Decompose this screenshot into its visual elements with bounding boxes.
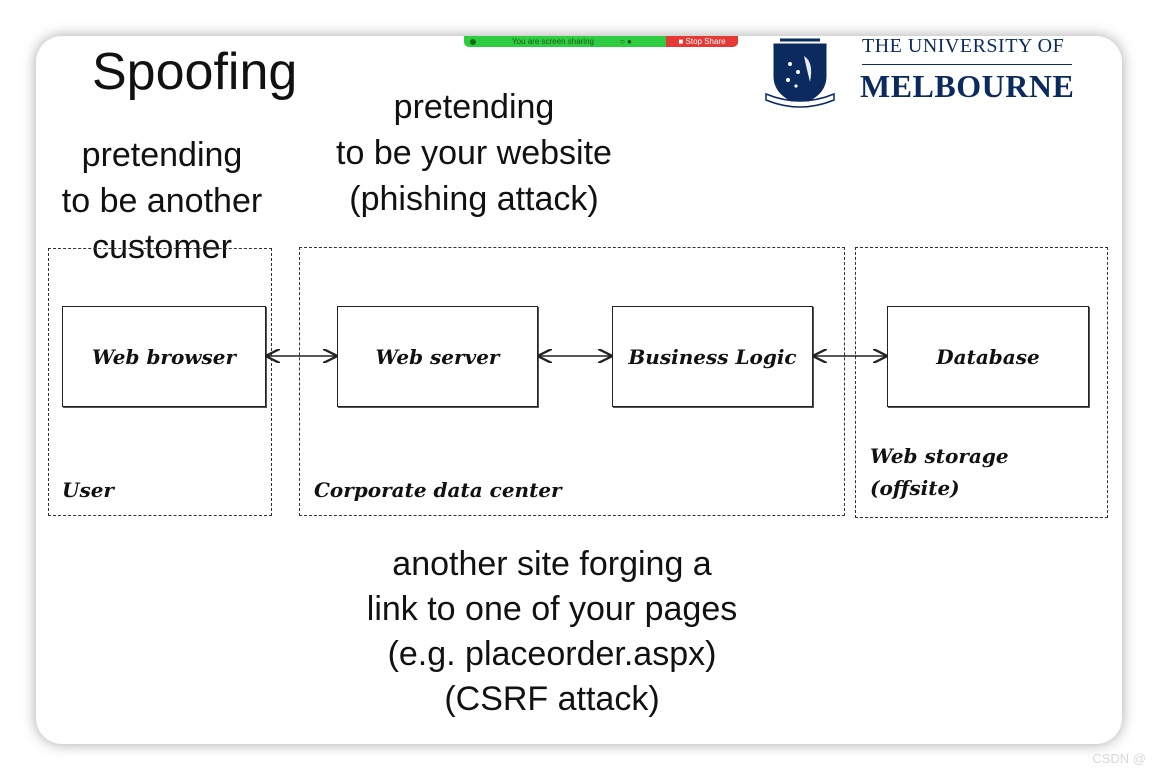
university-name-top: THE UNIVERSITY OF <box>862 35 1065 57</box>
note-csrf: another site forging a link to one of yo… <box>330 542 774 722</box>
university-name-bottom: MELBOURNE <box>860 68 1075 104</box>
note-customer-line: customer <box>92 228 232 266</box>
box-web-browser: Web browser <box>62 306 266 407</box>
note-csrf-line: another site forging a <box>392 545 712 583</box>
watermark-text: CSDN @ <box>1092 751 1146 766</box>
zone-label-web-storage-line: (offsite) <box>870 476 960 500</box>
zone-corporate <box>299 247 845 516</box>
note-csrf-line: (e.g. placeorder.aspx) <box>387 635 717 673</box>
note-customer-line: pretending <box>81 136 243 174</box>
slide-title: Spoofing <box>92 43 298 101</box>
box-database: Database <box>887 306 1089 407</box>
note-website-line: to be your website <box>336 134 612 172</box>
stop-share-label: Stop Share <box>685 37 726 46</box>
note-csrf-line: (CSRF attack) <box>444 680 660 718</box>
screen-share-message: You are screen sharing <box>512 37 594 46</box>
box-web-server: Web server <box>337 306 538 407</box>
note-csrf-line: link to one of your pages <box>366 590 738 628</box>
university-divider <box>862 64 1072 65</box>
screen-share-bar: You are screen sharing ○ ● ■ Stop Share <box>464 36 738 47</box>
note-customer-line: to be another <box>61 182 263 220</box>
zone-label-corporate: Corporate data center <box>314 478 562 502</box>
university-crest-icon <box>765 38 835 108</box>
note-customer: pretending to be another customer <box>44 132 280 270</box>
note-website-line: pretending <box>393 88 555 126</box>
share-status-icon <box>470 38 476 45</box>
note-website: pretending to be your website (phishing … <box>300 84 648 222</box>
note-website-line: (phishing attack) <box>349 180 599 218</box>
zone-user <box>48 248 272 516</box>
zone-label-web-storage-line: Web storage <box>870 444 1009 468</box>
zone-web-storage <box>855 247 1108 518</box>
zone-label-user: User <box>62 478 114 502</box>
share-controls-icon[interactable]: ○ ● <box>619 37 632 46</box>
zone-label-web-storage: Web storage (offsite) <box>870 440 1009 504</box>
box-business-logic: Business Logic <box>612 306 813 407</box>
stop-share-button[interactable]: ■ Stop Share <box>666 36 738 47</box>
